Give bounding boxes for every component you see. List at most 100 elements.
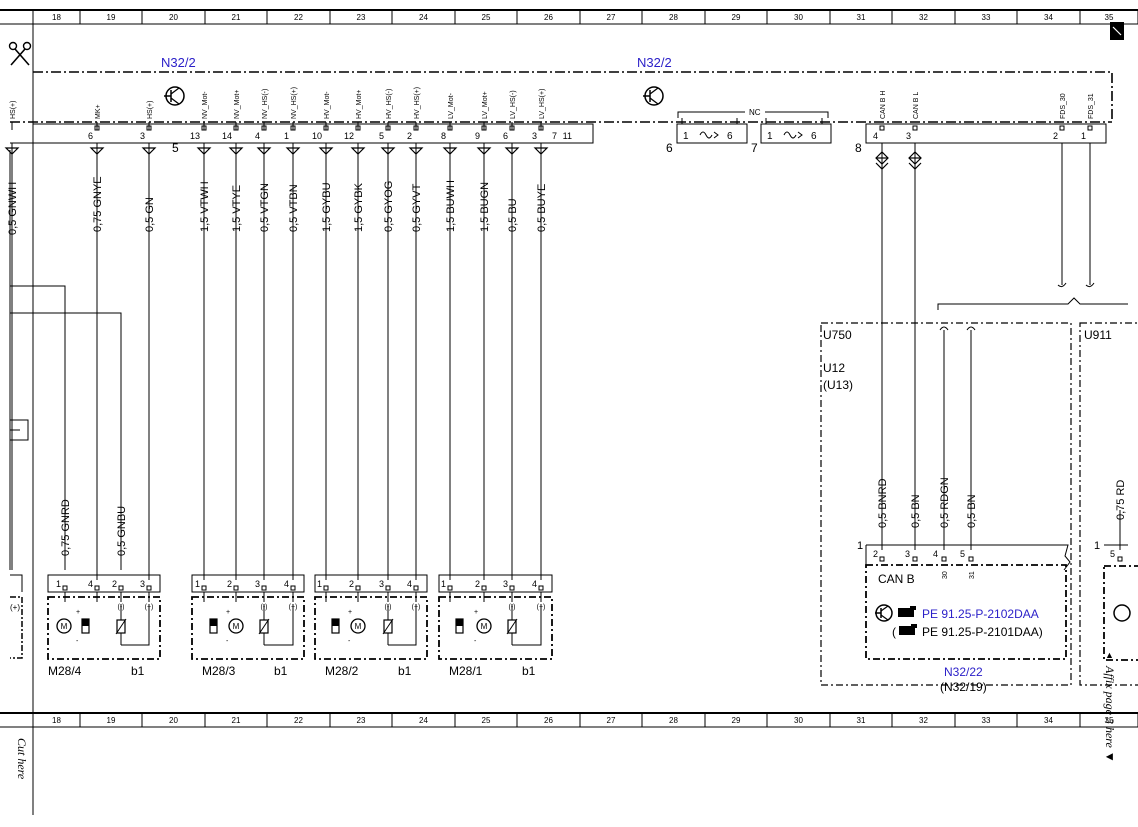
zone-u911-label: U911 [1084, 328, 1112, 342]
sensor-name: b1 [274, 664, 288, 678]
scissors-icon [8, 41, 32, 66]
connector-5-pin-signal: NV_HS(+) [291, 87, 298, 119]
grid-column-label: 22 [294, 13, 303, 22]
motor-pin-number: 2 [227, 579, 232, 589]
grid-column-label: 26 [544, 716, 553, 725]
grid-column-label: 27 [607, 716, 616, 725]
grid-column-label: 30 [794, 716, 803, 725]
grid-column-label: 19 [107, 13, 116, 22]
connector-5-pin-number: 14 [222, 131, 232, 141]
grid-column-label: 18 [52, 13, 61, 22]
motor-minus-sign: - [348, 638, 351, 645]
affix-arrow-icon: ▲ [1105, 650, 1114, 660]
reference-link-2[interactable]: PE 91.25-P-2101DAA) [922, 625, 1043, 639]
motor-pin-number: 1 [56, 579, 61, 589]
partial-component-right: 1 5 [1094, 540, 1138, 661]
motor-pin-number: 4 [532, 579, 537, 589]
motor-minus-sign: - [76, 638, 79, 645]
partial-plus-label: (+) [10, 603, 20, 612]
grid-column-label: 32 [919, 13, 928, 22]
sensor-b1-icon: (-) (+) [382, 604, 421, 646]
grid-column-label: 28 [669, 13, 678, 22]
wire-label: 1,5 VTYE [231, 185, 243, 232]
connector-5-pin-number: 9 [475, 131, 480, 141]
motor-symbol: M [233, 622, 240, 631]
motor-pin-number: 1 [195, 579, 200, 589]
connector-5-pin-signal: LV_HS(-) [510, 90, 517, 119]
sensor-name: b1 [398, 664, 412, 678]
wire-label-rd: 0,75 RD [1115, 480, 1127, 520]
nc-bracket: NC [677, 107, 829, 124]
connector-5-pin-number: 11 [563, 131, 572, 141]
wire-label-rdgn: 0,5 RDGN [939, 477, 951, 528]
motor-pin-number: 1 [441, 579, 446, 589]
motor-pin-number: 1 [317, 579, 322, 589]
motor-name: M28/3 [202, 664, 236, 678]
wire-label-bnrd: 0,5 BNRD [877, 478, 889, 528]
grid-column-label: 31 [857, 716, 866, 725]
position-switch-icon [331, 618, 340, 634]
motor-icon: M+- [474, 609, 492, 645]
connector-8-pin-number: 3 [906, 131, 911, 141]
reference-open-paren: ( [892, 625, 896, 639]
motor-minus-sign: - [474, 638, 477, 645]
wire-label: 0,5 VTGN [259, 183, 271, 232]
reference-link-1[interactable]: PE 91.25-P-2102DAA [922, 607, 1039, 621]
connector-8-pin-number: 2 [1053, 131, 1058, 141]
wire-label: 1,5 VTWH [199, 181, 211, 232]
connector-8-label: 8 [855, 141, 862, 155]
sensor-plus-label: (+) [145, 604, 154, 611]
sensor-minus-label: (-) [261, 604, 268, 611]
wire-label: 0,5 GYVT [411, 183, 423, 232]
connector-5-pin-number: 6 [88, 131, 93, 141]
position-switch-icon [81, 618, 90, 634]
grid-column-label: 35 [1105, 716, 1114, 725]
motor-symbol: M [481, 622, 488, 631]
module-label-right: N32/2 [637, 55, 672, 70]
sensor-name: b1 [131, 664, 145, 678]
grid-column-label: 22 [294, 716, 303, 725]
motor-symbol: M [61, 622, 68, 631]
connector-5-pin-number: 1 [284, 131, 289, 141]
sensor-plus-label: (+) [537, 604, 546, 611]
motor-icon: M+- [56, 609, 80, 645]
motor-pin-number: 3 [255, 579, 260, 589]
module-label-left: N32/2 [161, 55, 196, 70]
connector-5-pin-number: 10 [312, 131, 322, 141]
grid-column-label: 26 [544, 13, 553, 22]
partial-component-left: (+) [10, 574, 23, 659]
connector-5-pin-number: 12 [344, 131, 354, 141]
wire-label-bn-1: 0,5 BN [910, 494, 922, 528]
sensor-plus-label: (+) [412, 604, 421, 611]
connector-5-label: 5 [172, 141, 179, 155]
connector-7-pin-1: 1 [767, 131, 773, 142]
n32-22-sub-pin-31: 31 [969, 571, 976, 579]
motor-name: M28/2 [325, 664, 359, 678]
right-pin-5: 5 [1110, 549, 1115, 559]
connector-5-pin-number: 13 [190, 131, 200, 141]
sensor-b1-icon: (-)(+) [506, 604, 546, 646]
connector-7: 7 1 6 [751, 123, 832, 155]
wire-label: 1,5 GYBU [321, 182, 333, 232]
cut-here-label: Cut here [15, 738, 29, 780]
control-unit-icon [643, 86, 664, 106]
connector-5-pin-signal: HV_HS(-) [386, 89, 393, 119]
connector-8-pin-signal: CAN B L [913, 92, 920, 119]
connector-6-label: 6 [666, 141, 673, 155]
connector-8: 8 [855, 123, 1107, 155]
connector-5-pin-signal: LV_Mot- [448, 92, 455, 119]
zone-u13-label: (U13) [823, 378, 853, 392]
motor-name: M28/4 [48, 664, 82, 678]
grid-column-label: 29 [732, 716, 741, 725]
connector-5-pin-number: 8 [441, 131, 446, 141]
sensor-b1-icon: (-)(+) [115, 604, 154, 646]
connector-5-pin-signal: HV_Mot- [324, 91, 331, 119]
wire-label: 0,5 GNWH [7, 182, 19, 235]
n32-22-pin-4: 4 [933, 549, 938, 559]
sensor-minus-label: (-) [385, 604, 392, 611]
wire-label-gnrd: 0,75 GNRD [60, 499, 72, 556]
grid-column-label: 19 [107, 716, 116, 725]
